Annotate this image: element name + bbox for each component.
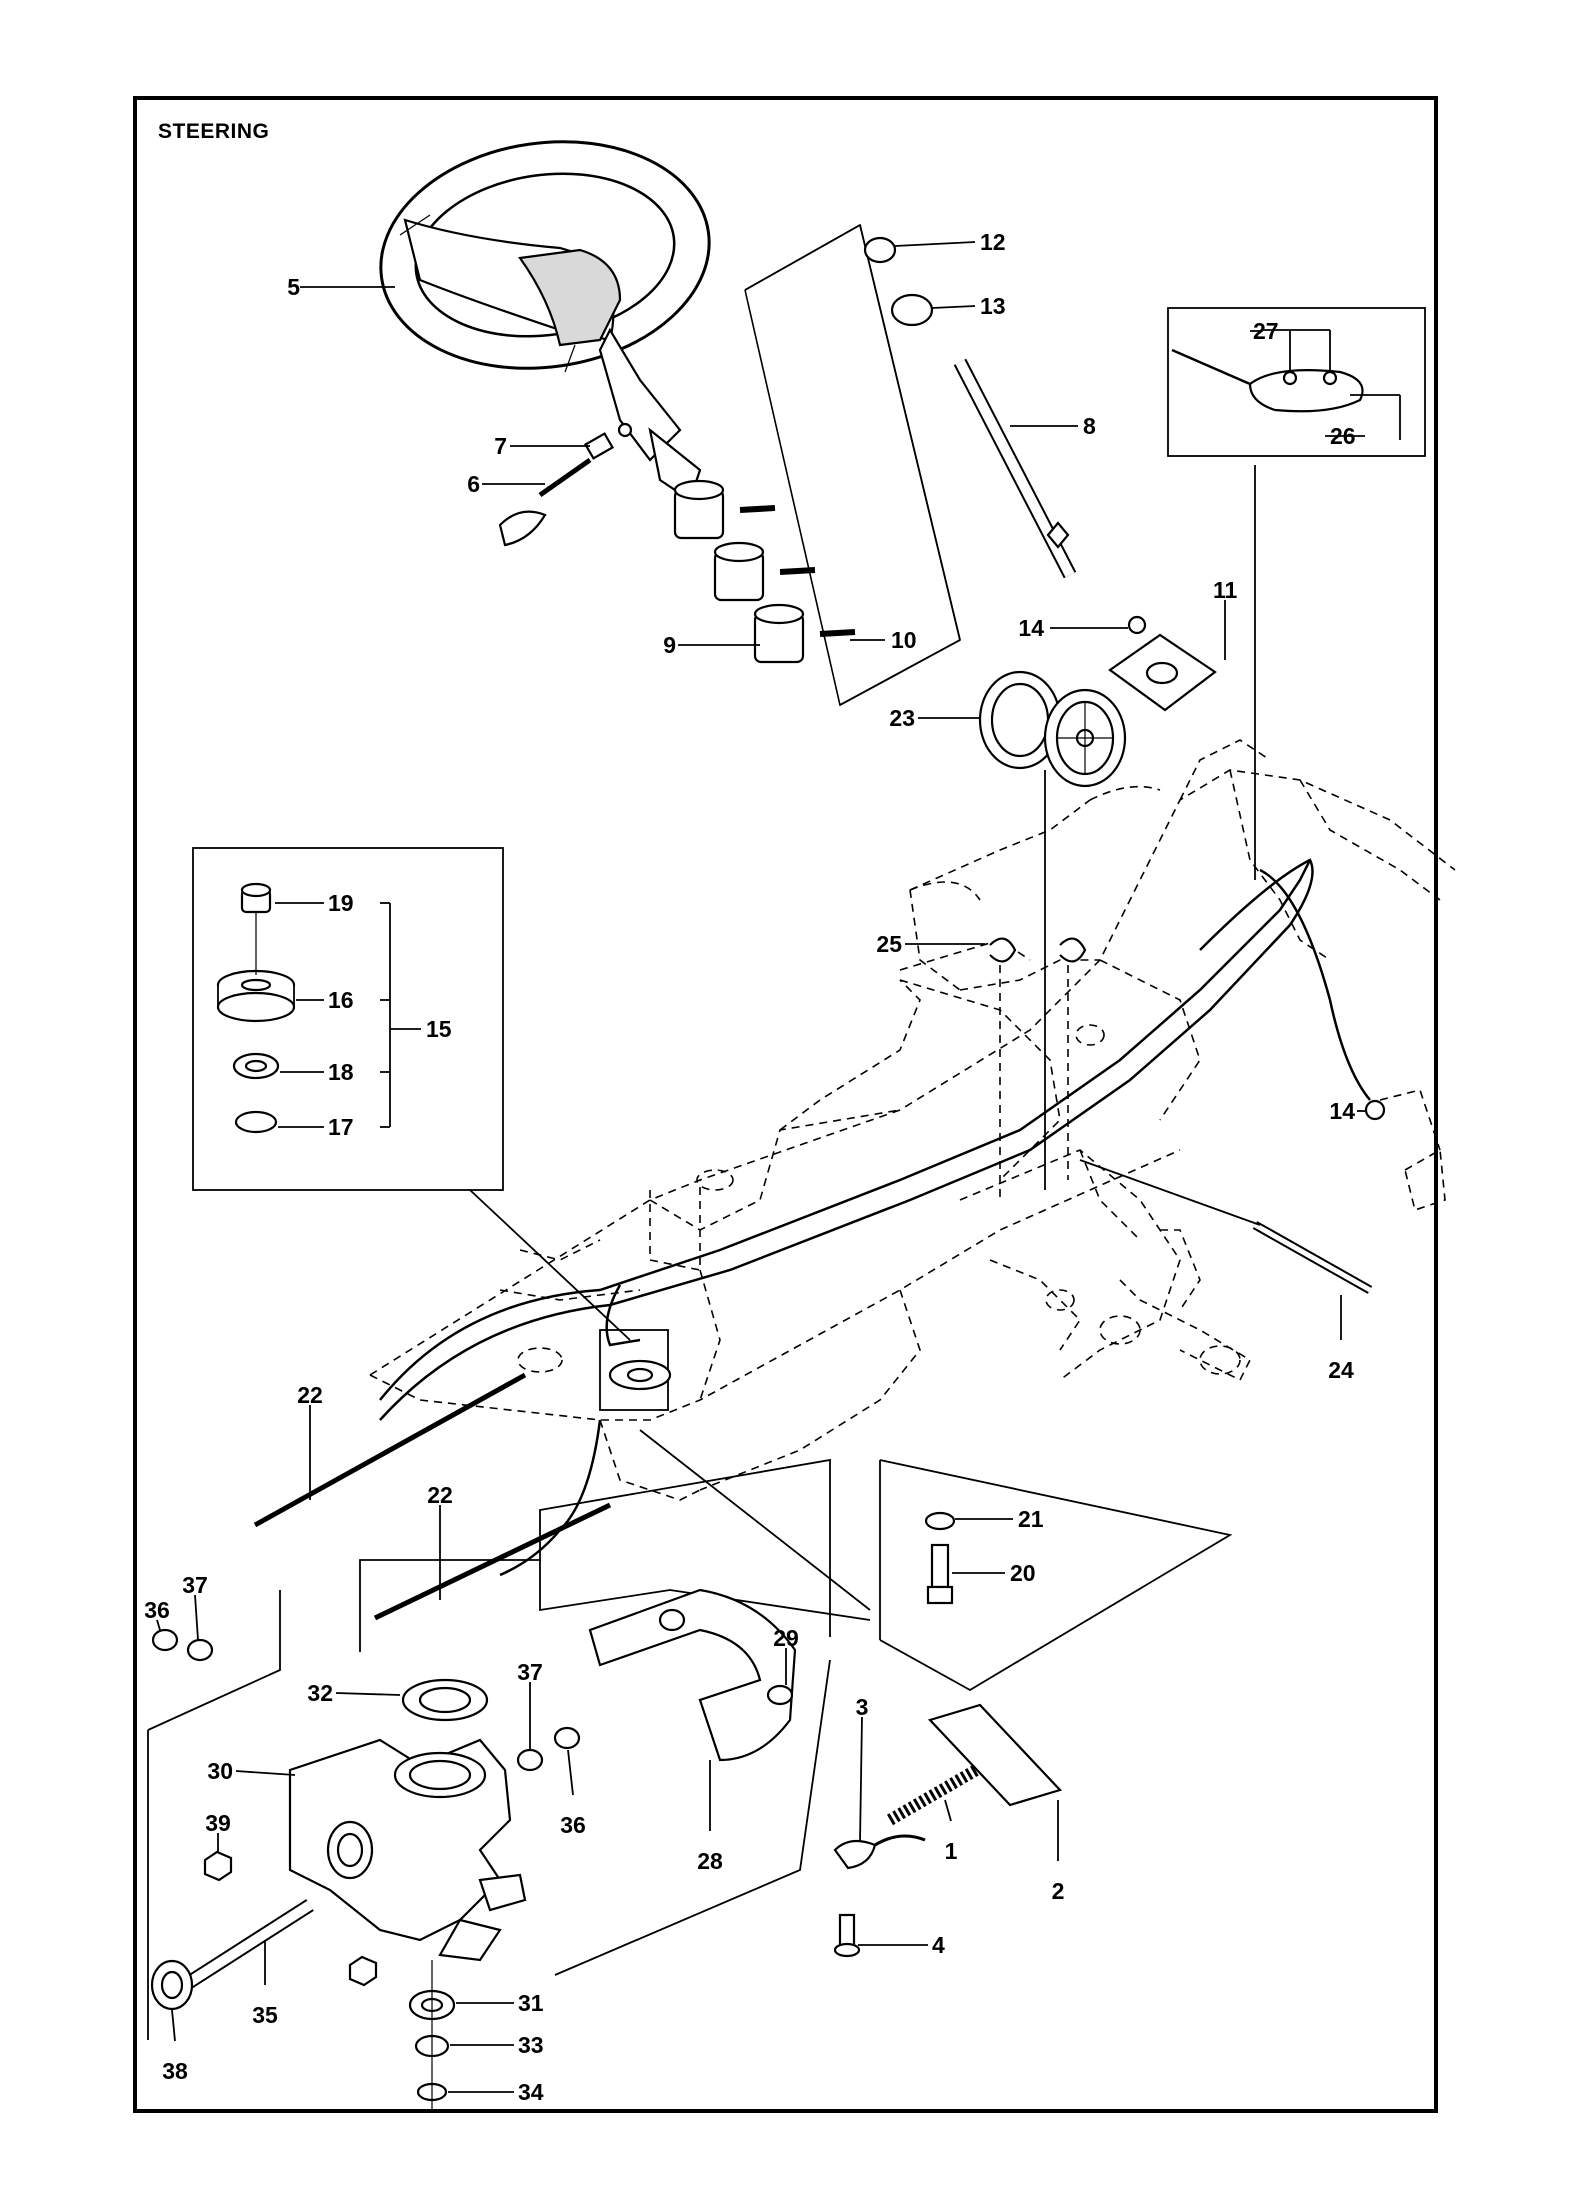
- chassis-frame-drawing: [369, 739, 1456, 1501]
- leader-line: [567, 1749, 574, 1796]
- shaft-and-bushings-drawing: [863, 236, 1147, 635]
- part-callout-26: 26: [1330, 423, 1356, 449]
- part-callout-2: 2: [1052, 1878, 1065, 1904]
- part-callout-12: 12: [980, 229, 1006, 255]
- callout-leaders: [156, 241, 1366, 2093]
- leader-line: [235, 1770, 296, 1776]
- part-callout-14: 14: [1329, 1098, 1355, 1124]
- leader-line: [944, 1799, 952, 1822]
- pulleys-drawing: [978, 670, 1127, 788]
- part-callout-18: 18: [328, 1059, 354, 1085]
- leader-line: [194, 1594, 199, 1641]
- leader-line: [156, 1619, 161, 1631]
- part-callout-33: 33: [518, 2032, 544, 2058]
- leader-line: [931, 305, 976, 309]
- steering-wheel-drawing: [379, 140, 711, 502]
- part-callout-25: 25: [876, 931, 902, 957]
- leader-line: [894, 241, 976, 247]
- part-callout-35: 35: [252, 2002, 278, 2028]
- part-callout-14: 14: [1018, 615, 1044, 641]
- part-callout-20: 20: [1010, 1560, 1036, 1586]
- diagram-title: STEERING: [158, 120, 270, 143]
- part-callout-5: 5: [287, 274, 300, 300]
- part-callout-34: 34: [518, 2079, 544, 2105]
- part-callout-17: 17: [328, 1114, 354, 1140]
- part-callout-10: 10: [891, 627, 917, 653]
- part-callout-19: 19: [328, 890, 354, 916]
- part-callout-7: 7: [494, 433, 507, 459]
- part-callout-13: 13: [980, 293, 1006, 319]
- part-callout-37: 37: [182, 1572, 208, 1598]
- part-callout-6: 6: [467, 471, 480, 497]
- part-callout-8: 8: [1083, 413, 1096, 439]
- part-callout-21: 21: [1018, 1506, 1044, 1532]
- part-callout-11: 11: [1213, 577, 1238, 603]
- part-callout-30: 30: [207, 1758, 233, 1784]
- part-callout-9: 9: [663, 632, 676, 658]
- part-callout-31: 31: [518, 1990, 544, 2016]
- part-callout-39: 39: [205, 1810, 231, 1836]
- pulley-assembly-parts: [216, 882, 420, 1134]
- bolt-and-nut-drawing: [498, 422, 633, 547]
- sleeves-drawing: [673, 479, 856, 664]
- part-callout-36: 36: [560, 1812, 586, 1838]
- leader-line: [171, 2009, 176, 2042]
- part-callout-32: 32: [307, 1680, 333, 1706]
- leader-line: [335, 1692, 401, 1696]
- part-callout-29: 29: [773, 1625, 799, 1651]
- part-callout-24: 24: [1328, 1357, 1354, 1383]
- part-callout-1: 1: [945, 1838, 958, 1864]
- leader-line: [859, 1716, 863, 1843]
- part-callout-4: 4: [932, 1932, 945, 1958]
- part-callout-36: 36: [144, 1597, 170, 1623]
- part-callout-38: 38: [162, 2058, 188, 2084]
- part-callout-22: 22: [427, 1482, 453, 1508]
- part-callout-23: 23: [889, 705, 915, 731]
- steering-housing-drawing: [288, 1738, 527, 1962]
- part-callout-16: 16: [328, 987, 354, 1013]
- cable-end-inset: [1167, 307, 1426, 457]
- part-callout-28: 28: [697, 1848, 723, 1874]
- part-callout-22: 22: [297, 1382, 323, 1408]
- part-callout-3: 3: [856, 1694, 869, 1720]
- steering-cables-drawing: [379, 858, 1371, 1577]
- part-callout-15: 15: [426, 1016, 452, 1042]
- part-callout-37: 37: [517, 1659, 543, 1685]
- diagram-frame: [133, 96, 1438, 2113]
- part-callout-27: 27: [1253, 318, 1279, 344]
- pulley-assembly-inset: [192, 847, 504, 1191]
